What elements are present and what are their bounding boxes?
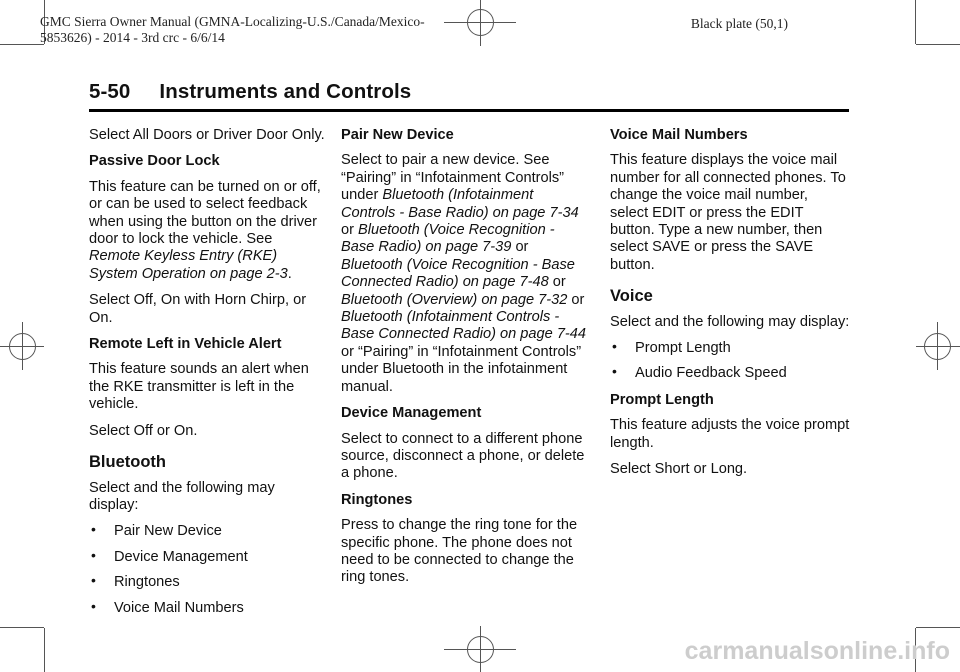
voice-options-list: Prompt Length Audio Feedback Speed (610, 338, 850, 383)
watermark: carmanualsonline.info (684, 637, 950, 665)
text: or (511, 239, 529, 256)
paragraph: Select Off or On. (89, 422, 198, 439)
metadata-line-1: GMC Sierra Owner Manual (GMNA-Localizing… (40, 14, 425, 29)
cross-reference-link[interactable]: Bluetooth (Overview) on page 7-32 (341, 291, 568, 308)
paragraph: This feature can be turned on or off, or… (89, 179, 327, 283)
page-title: 5-50 Instruments and Controls (89, 80, 849, 112)
subheading-remote-left-alert: Remote Left in Vehicle Alert (89, 336, 282, 353)
list-item: Pair New Device (89, 521, 327, 540)
paragraph: This feature adjusts the voice prompt le… (610, 417, 850, 451)
list-item: Ringtones (89, 572, 327, 591)
section-heading-voice: Voice (610, 287, 653, 306)
text: or (567, 291, 585, 308)
text: Select to pair a new device. See “Pairin… (341, 152, 565, 204)
list-item: Audio Feedback Speed (610, 363, 850, 382)
cross-reference-link[interactable]: Bluetooth (Voice Recognition - Base Conn… (341, 256, 575, 291)
list-item: Device Management (89, 547, 327, 566)
text: . (287, 265, 292, 282)
subheading-pair-new-device: Pair New Device (341, 127, 454, 143)
list-item: Voice Mail Numbers (89, 597, 327, 617)
list-item: Prompt Length (610, 338, 850, 357)
text: or (341, 222, 359, 239)
plate-label: Black plate (50,1) (690, 16, 788, 31)
section-heading-bluetooth: Bluetooth (89, 453, 166, 472)
paragraph: Select to connect to a different phone s… (341, 430, 585, 482)
column-1: Select All Doors or Driver Door Only. Pa… (89, 127, 327, 626)
subheading-passive-door-lock: Passive Door Lock (89, 153, 220, 170)
text: or “Pairing” in “Infotainment Controls” … (341, 343, 582, 395)
cross-reference-link[interactable]: Bluetooth (Voice Recognition - Base Radi… (341, 222, 555, 256)
cross-reference-link[interactable]: Bluetooth (Infotainment Controls - Base … (341, 309, 587, 343)
subheading-voice-mail-numbers: Voice Mail Numbers (610, 127, 748, 143)
paragraph: Press to change the ring tone for the sp… (341, 517, 578, 586)
subheading-ringtones: Ringtones (341, 491, 413, 508)
metadata-line-2: 5853626) - 2014 - 3rd crc - 6/6/14 (40, 30, 225, 45)
cross-reference-link[interactable]: Remote Keyless Entry (RKE) System Operat… (89, 248, 288, 282)
cross-reference-link[interactable]: Bluetooth (Infotainment Controls - Base … (341, 187, 579, 221)
paragraph: This feature sounds an alert when the RK… (89, 361, 309, 413)
paragraph: Select All Doors or Driver Door Only. (89, 127, 325, 143)
paragraph: Select Off, On with Horn Chirp, or On. (89, 292, 307, 326)
paragraph: Select to pair a new device. See “Pairin… (341, 152, 591, 396)
column-2: Pair New Device Select to pair a new dev… (341, 127, 591, 596)
bluetooth-options-list: Pair New Device Device Management Ringto… (89, 521, 327, 617)
subheading-device-management: Device Management (341, 405, 482, 422)
subheading-prompt-length: Prompt Length (610, 391, 714, 408)
paragraph: This feature displays the voice mail num… (610, 152, 846, 273)
paragraph: Select Short or Long. (610, 461, 748, 478)
paragraph: Select and the following may display: (610, 313, 850, 330)
column-3: Voice Mail Numbers This feature displays… (610, 127, 850, 488)
text: This feature can be turned on or off, or… (89, 178, 321, 248)
text: or (548, 274, 566, 291)
paragraph: Select and the following may display: (89, 479, 275, 513)
print-metadata: GMC Sierra Owner Manual (GMNA-Localizing… (40, 14, 425, 46)
